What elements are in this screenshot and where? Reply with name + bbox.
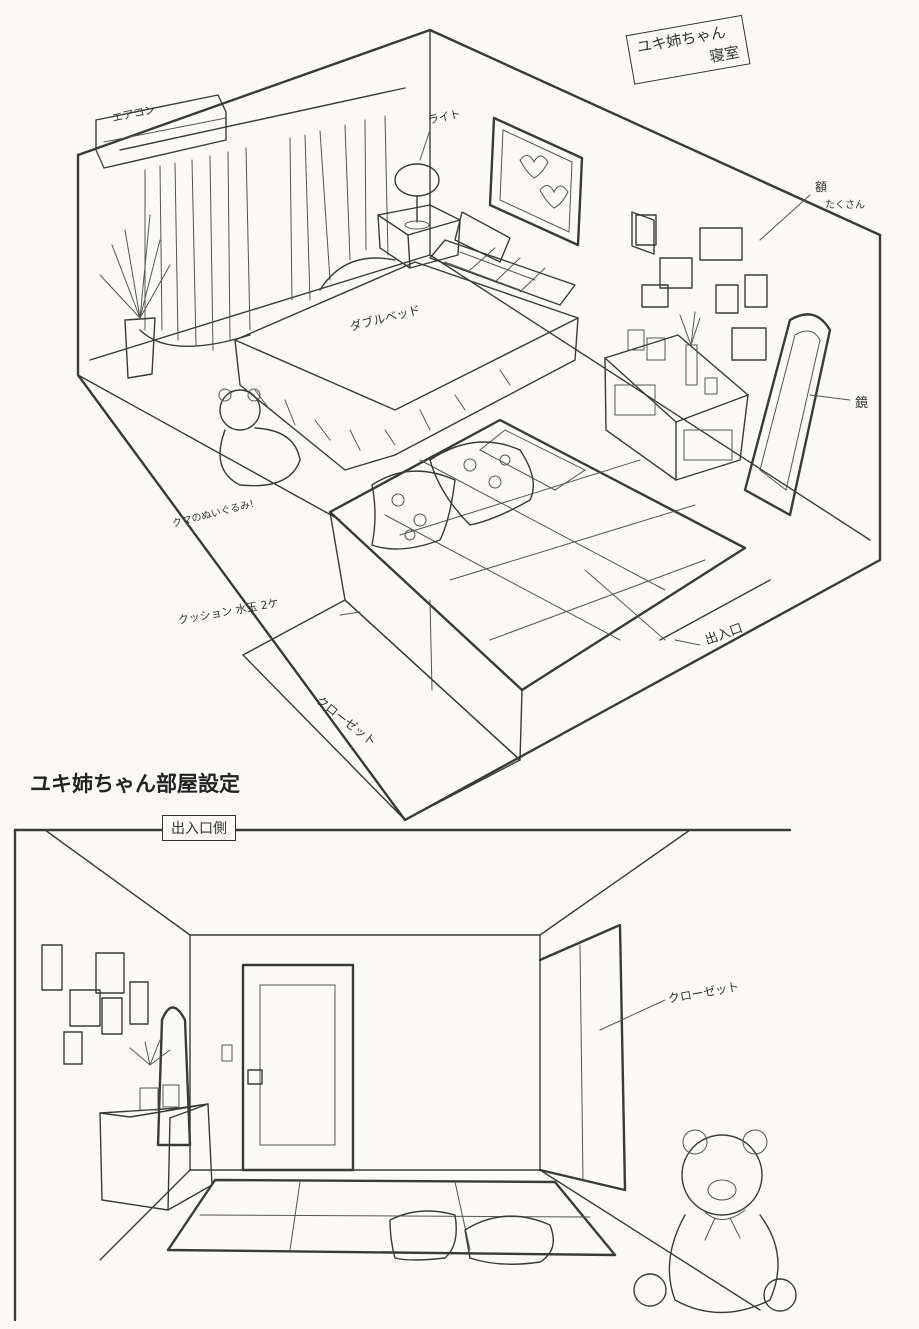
entrance-view-label: 出入口側 [162,815,236,841]
potted-plant [99,214,171,379]
entrance-side-sketch [13,828,797,1322]
entrance-marker [584,569,771,641]
sheet-title: ユキ姉ちゃん部屋設定 [30,771,240,796]
label-frames: 額 [815,180,828,194]
air-conditioner [95,94,227,169]
label-mirror: 鏡 [855,396,869,411]
room-walls [76,28,882,822]
teddy-bear-small [218,388,301,487]
polka-dot-cushions [371,441,534,550]
annotation-leaders [339,129,851,646]
wall-frames-cluster [631,211,768,361]
label-frames-many: たくさん [825,200,865,211]
dresser [604,311,749,481]
double-bed [234,211,579,471]
heart-picture-frame [488,116,584,247]
standing-mirror [743,313,832,517]
closet-block [242,511,523,821]
lamp-and-nightstand [377,163,461,269]
curtains [119,87,406,351]
checkered-rug [328,418,747,692]
